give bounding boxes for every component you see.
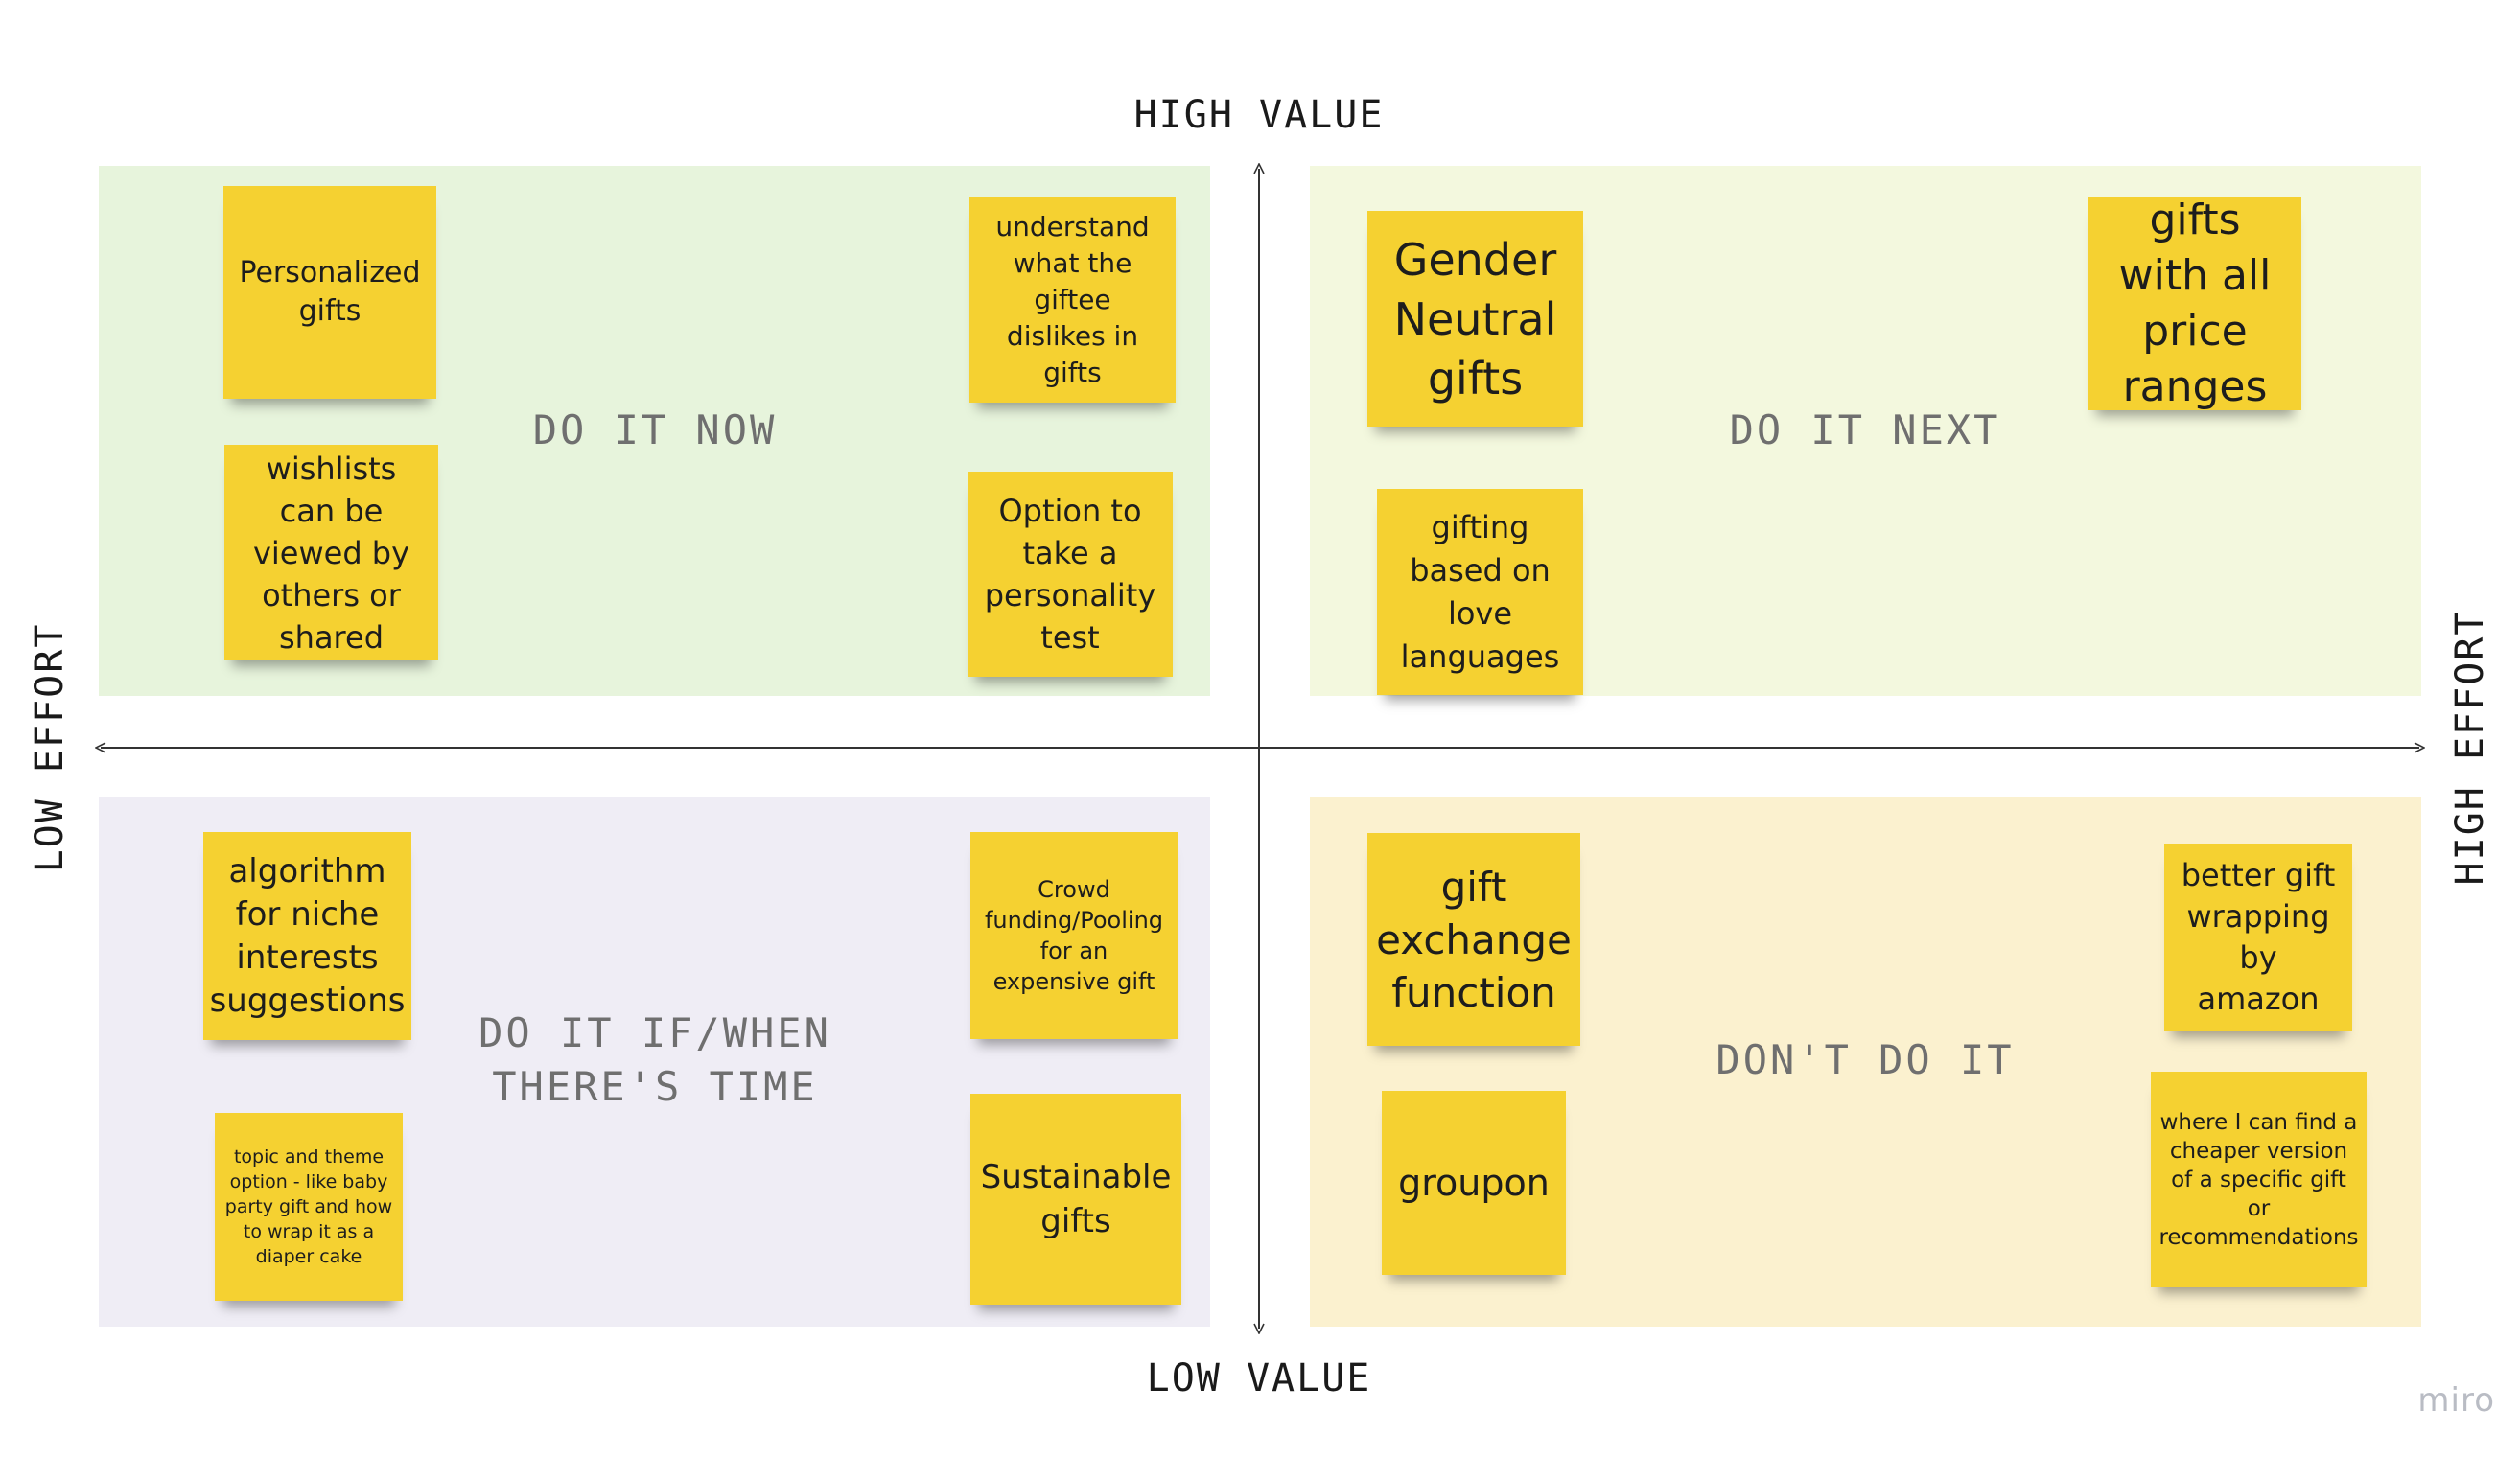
sticky-note-text: Gender Neutral gifts — [1393, 233, 1557, 405]
miro-logo: miro — [2417, 1381, 2495, 1420]
sticky-note-text: gifting based on love languages — [1400, 508, 1560, 675]
axis-label-low-value: LOW VALUE — [1146, 1356, 1372, 1400]
sticky-note-sustainable[interactable]: Sustainable gifts — [970, 1094, 1181, 1305]
sticky-note-text: Option to take a personality test — [984, 493, 1156, 656]
sticky-note-text: better gift wrapping by amazon — [2181, 857, 2336, 1017]
sticky-note-niche-interests[interactable]: algorithm for niche interests suggestion… — [203, 832, 411, 1040]
sticky-note-text: groupon — [1398, 1162, 1550, 1204]
sticky-note-giftee-dislikes[interactable]: understand what the giftee dislikes in g… — [969, 197, 1176, 403]
sticky-note-text: wishlists can be viewed by others or sha… — [252, 450, 410, 656]
sticky-note-text: gift exchange function — [1376, 863, 1572, 1016]
sticky-note-gift-wrapping[interactable]: better gift wrapping by amazon — [2164, 844, 2352, 1031]
sticky-note-text: where I can find a cheaper version of a … — [2158, 1109, 2359, 1250]
sticky-note-text: understand what the giftee dislikes in g… — [995, 210, 1150, 388]
axis-label-high-value: HIGH VALUE — [1133, 93, 1385, 137]
sticky-note-text: Sustainable gifts — [980, 1158, 1172, 1240]
sticky-note-text: algorithm for niche interests suggestion… — [209, 851, 406, 1020]
sticky-note-text: gifts with all price ranges — [2118, 196, 2272, 411]
sticky-note-crowd-funding[interactable]: Crowd funding/Pooling for an expensive g… — [970, 832, 1178, 1039]
sticky-note-text: Crowd funding/Pooling for an expensive g… — [984, 876, 1164, 995]
sticky-note-cheaper-version[interactable]: where I can find a cheaper version of a … — [2151, 1072, 2367, 1287]
sticky-note-personality-test[interactable]: Option to take a personality test — [968, 472, 1173, 677]
sticky-note-wishlists[interactable]: wishlists can be viewed by others or sha… — [224, 445, 438, 660]
sticky-note-groupon[interactable]: groupon — [1382, 1091, 1566, 1275]
quadrant-label-do-it-if-time: DO IT IF/WHEN THERE'S TIME — [478, 1009, 831, 1110]
sticky-note-gift-exchange[interactable]: gift exchange function — [1367, 833, 1580, 1046]
sticky-note-love-languages[interactable]: gifting based on love languages — [1377, 489, 1583, 695]
sticky-note-all-price-ranges[interactable]: gifts with all price ranges — [2088, 196, 2301, 411]
axis-label-low-effort: LOW EFFORT — [28, 622, 72, 873]
sticky-note-topic-theme[interactable]: topic and theme option - like baby party… — [215, 1113, 403, 1301]
sticky-note-text: topic and theme option - like baby party… — [224, 1146, 393, 1267]
quadrant-label-dont-do-it: DON'T DO IT — [1715, 1036, 2015, 1083]
sticky-note-gender-neutral[interactable]: Gender Neutral gifts — [1367, 211, 1583, 427]
axis-label-high-effort: HIGH EFFORT — [2448, 610, 2492, 886]
quadrant-label-do-it-now: DO IT NOW — [532, 406, 778, 453]
quadrant-label-do-it-next: DO IT NEXT — [1729, 406, 2001, 453]
sticky-note-text: Personalized gifts — [239, 256, 421, 328]
sticky-note-personalized-gifts[interactable]: Personalized gifts — [223, 186, 436, 399]
